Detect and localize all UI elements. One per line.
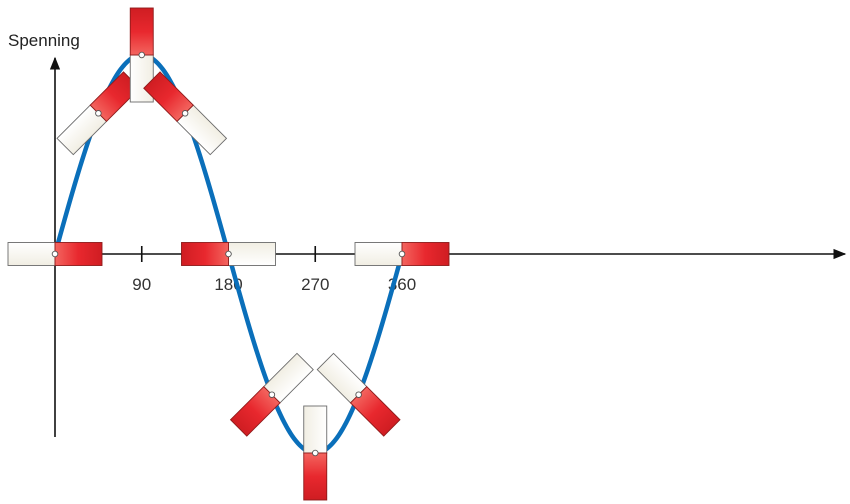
magnet-270-red-pole xyxy=(303,452,328,501)
magnet-180-pivot xyxy=(225,250,232,258)
magnet-90-white-pole xyxy=(129,54,154,103)
x-tick-label-270: 270 xyxy=(301,275,329,294)
magnet-360-pivot xyxy=(398,250,406,258)
magnet-270-pivot xyxy=(312,449,319,457)
magnet-180 xyxy=(181,242,276,266)
magnet-0 xyxy=(7,242,103,266)
magnet-90-pivot xyxy=(138,51,145,59)
magnet-180-red-pole xyxy=(181,242,229,266)
magnet-135 xyxy=(143,71,228,156)
magnet-315 xyxy=(316,352,401,437)
magnet-45 xyxy=(56,71,141,156)
magnet-360-white-pole xyxy=(354,242,403,266)
magnet-0-pivot xyxy=(51,250,59,258)
magnet-225 xyxy=(229,352,314,437)
magnet-0-white-pole xyxy=(7,242,56,266)
magnet-135-pivot xyxy=(181,110,189,117)
magnet-45-pivot xyxy=(95,110,102,117)
magnet-180-white-pole xyxy=(228,242,276,266)
magnet-markers xyxy=(7,7,450,501)
y-axis-label: Spenning xyxy=(8,31,80,50)
x-tick-label-90: 90 xyxy=(132,275,151,294)
magnet-90-red-pole xyxy=(129,7,154,56)
magnet-360 xyxy=(354,242,450,266)
magnet-270 xyxy=(303,405,328,501)
magnet-0-red-pole xyxy=(54,242,103,266)
magnet-360-red-pole xyxy=(401,242,450,266)
magnet-225-pivot xyxy=(268,391,276,398)
magnet-315-pivot xyxy=(355,391,362,398)
magnet-270-white-pole xyxy=(303,405,328,454)
